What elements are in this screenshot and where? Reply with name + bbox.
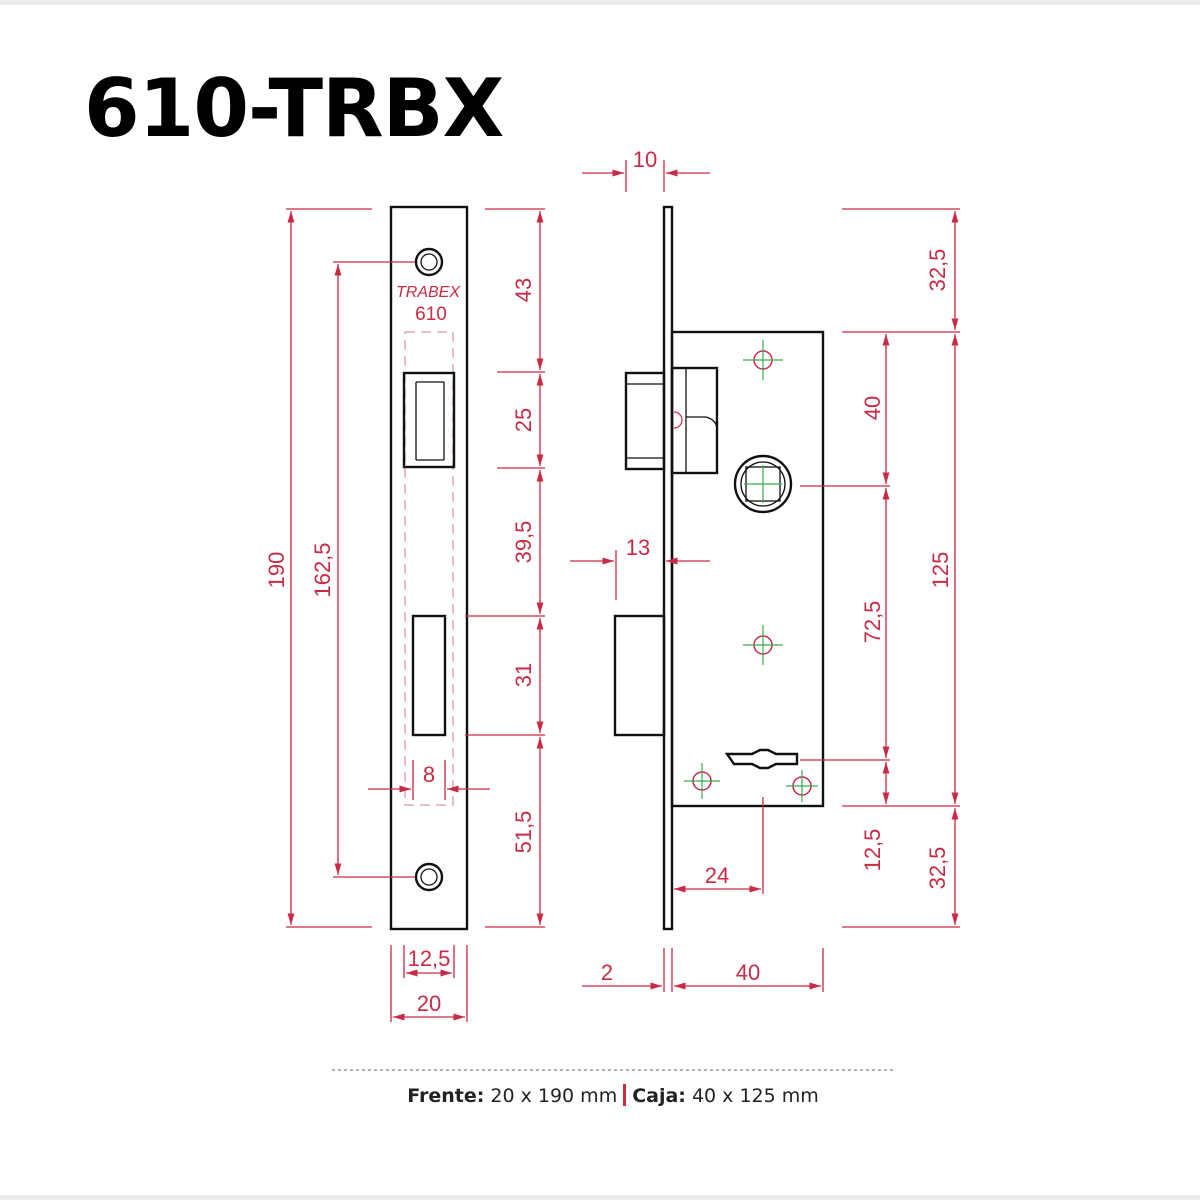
top-border: [0, 0, 1200, 5]
dim-39-5: 39,5: [511, 521, 536, 564]
dim-32-5-top: 32,5: [925, 249, 950, 292]
dim-162-5: 162,5: [310, 542, 335, 597]
dim-51-5: 51,5: [511, 811, 536, 854]
latch-body: [670, 366, 719, 475]
dim-8: 8: [423, 762, 435, 787]
dim-20: 20: [417, 991, 441, 1016]
screw-icon: [786, 770, 818, 802]
dim-12-5-side: 12,5: [860, 829, 885, 872]
case-label: Caja:: [632, 1085, 686, 1107]
case-value: 40 x 125 mm: [691, 1085, 819, 1107]
bottom-border: [0, 1195, 1200, 1200]
case-outline-hidden: [404, 331, 454, 806]
key-slot: [724, 748, 799, 770]
dim-2: 2: [601, 960, 613, 985]
side-faceplate: [662, 205, 674, 931]
screw-hole-top: [414, 247, 444, 277]
front-value: 20 x 190 mm: [490, 1085, 618, 1107]
lock-case: [670, 330, 825, 808]
screw-hole-bottom: [414, 862, 444, 892]
dim-125: 125: [928, 552, 953, 589]
dim-72-5: 72,5: [860, 601, 885, 644]
front-label: Frente:: [407, 1085, 485, 1107]
follower-hub: [733, 454, 793, 514]
dim-12-5: 12,5: [408, 946, 451, 971]
dim-40-depth: 40: [736, 960, 760, 985]
dim-31: 31: [511, 663, 536, 687]
front-view: TRABEX 610: [389, 205, 469, 931]
dim-43: 43: [511, 278, 536, 302]
model-text: 610: [415, 304, 447, 325]
dim-10: 10: [633, 147, 657, 172]
deadbolt-slot: [411, 614, 447, 737]
screw-marks: [684, 340, 818, 802]
screw-icon: [684, 763, 720, 799]
brand-text: TRABEX: [396, 284, 461, 301]
latch-slot: [402, 371, 456, 469]
side-view: [613, 205, 825, 931]
separator: [623, 1084, 627, 1106]
dim-40-vertical: 40: [860, 396, 885, 420]
side-dimensions: 10 13 32,5 125 32,5 40 72,5 12,5 24 2 40: [570, 147, 960, 992]
front-dimensions: 190 162,5 43 25 39,5 31 51,5 8 12,5 20: [264, 208, 545, 1022]
dim-190: 190: [264, 552, 289, 589]
dim-24: 24: [705, 863, 729, 888]
screw-icon: [743, 625, 783, 665]
deadbolt: [613, 614, 666, 737]
dim-32-5-bottom: 32,5: [925, 847, 950, 890]
latch-bolt: [624, 371, 666, 471]
dim-13: 13: [626, 535, 650, 560]
faceplate: [389, 205, 469, 931]
caption: Frente: 20 x 190 mm Caja: 40 x 125 mm: [0, 1084, 1200, 1107]
product-title: 610-TRBX: [84, 62, 504, 155]
screw-icon: [743, 340, 783, 380]
dim-25: 25: [511, 408, 536, 432]
